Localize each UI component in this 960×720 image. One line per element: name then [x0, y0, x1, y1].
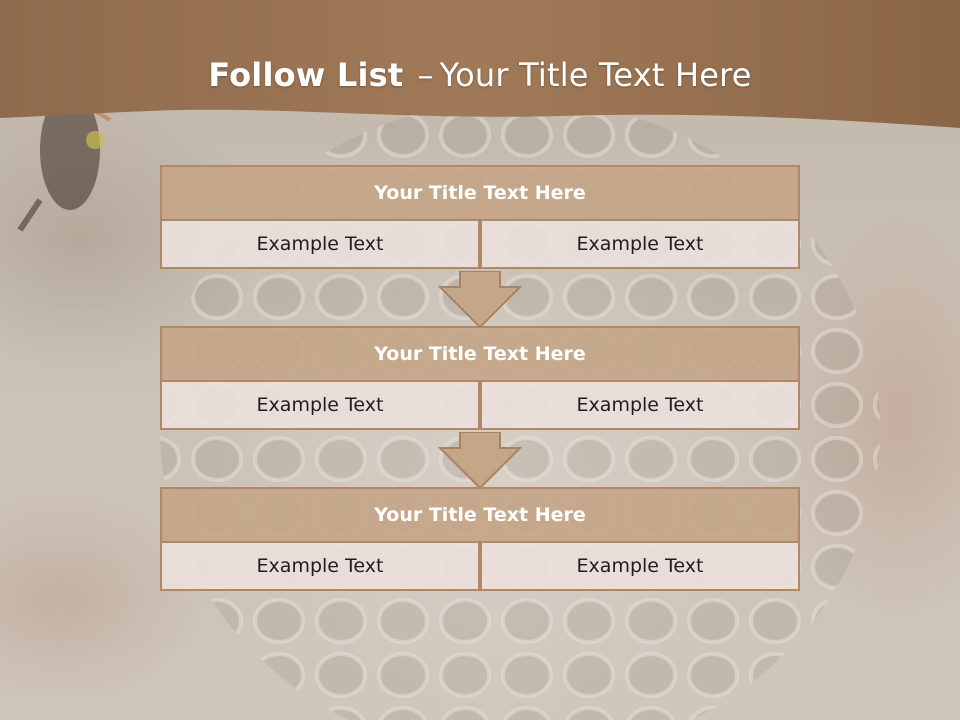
step-block-3: Your Title Text Here Example Text Exampl… [160, 487, 800, 591]
step-block-1: Your Title Text Here Example Text Exampl… [160, 165, 800, 269]
down-arrow-icon [438, 432, 522, 490]
step-cell-right: Example Text [480, 221, 800, 269]
step-cell-left: Example Text [160, 221, 480, 269]
step-cell-right: Example Text [480, 543, 800, 591]
step-cell-right: Example Text [480, 382, 800, 430]
slide-title-bold: Follow List [208, 56, 404, 94]
step-title: Your Title Text Here [160, 165, 800, 221]
step-title: Your Title Text Here [160, 326, 800, 382]
step-title: Your Title Text Here [160, 487, 800, 543]
slide-title-separator: – [417, 56, 434, 94]
header-band [0, 0, 960, 128]
down-arrow-icon [438, 271, 522, 329]
slide-title: Follow List–Your Title Text Here [0, 56, 960, 94]
slide-title-text: Your Title Text Here [439, 56, 752, 94]
step-cell-left: Example Text [160, 382, 480, 430]
step-block-2: Your Title Text Here Example Text Exampl… [160, 326, 800, 430]
step-cell-left: Example Text [160, 543, 480, 591]
